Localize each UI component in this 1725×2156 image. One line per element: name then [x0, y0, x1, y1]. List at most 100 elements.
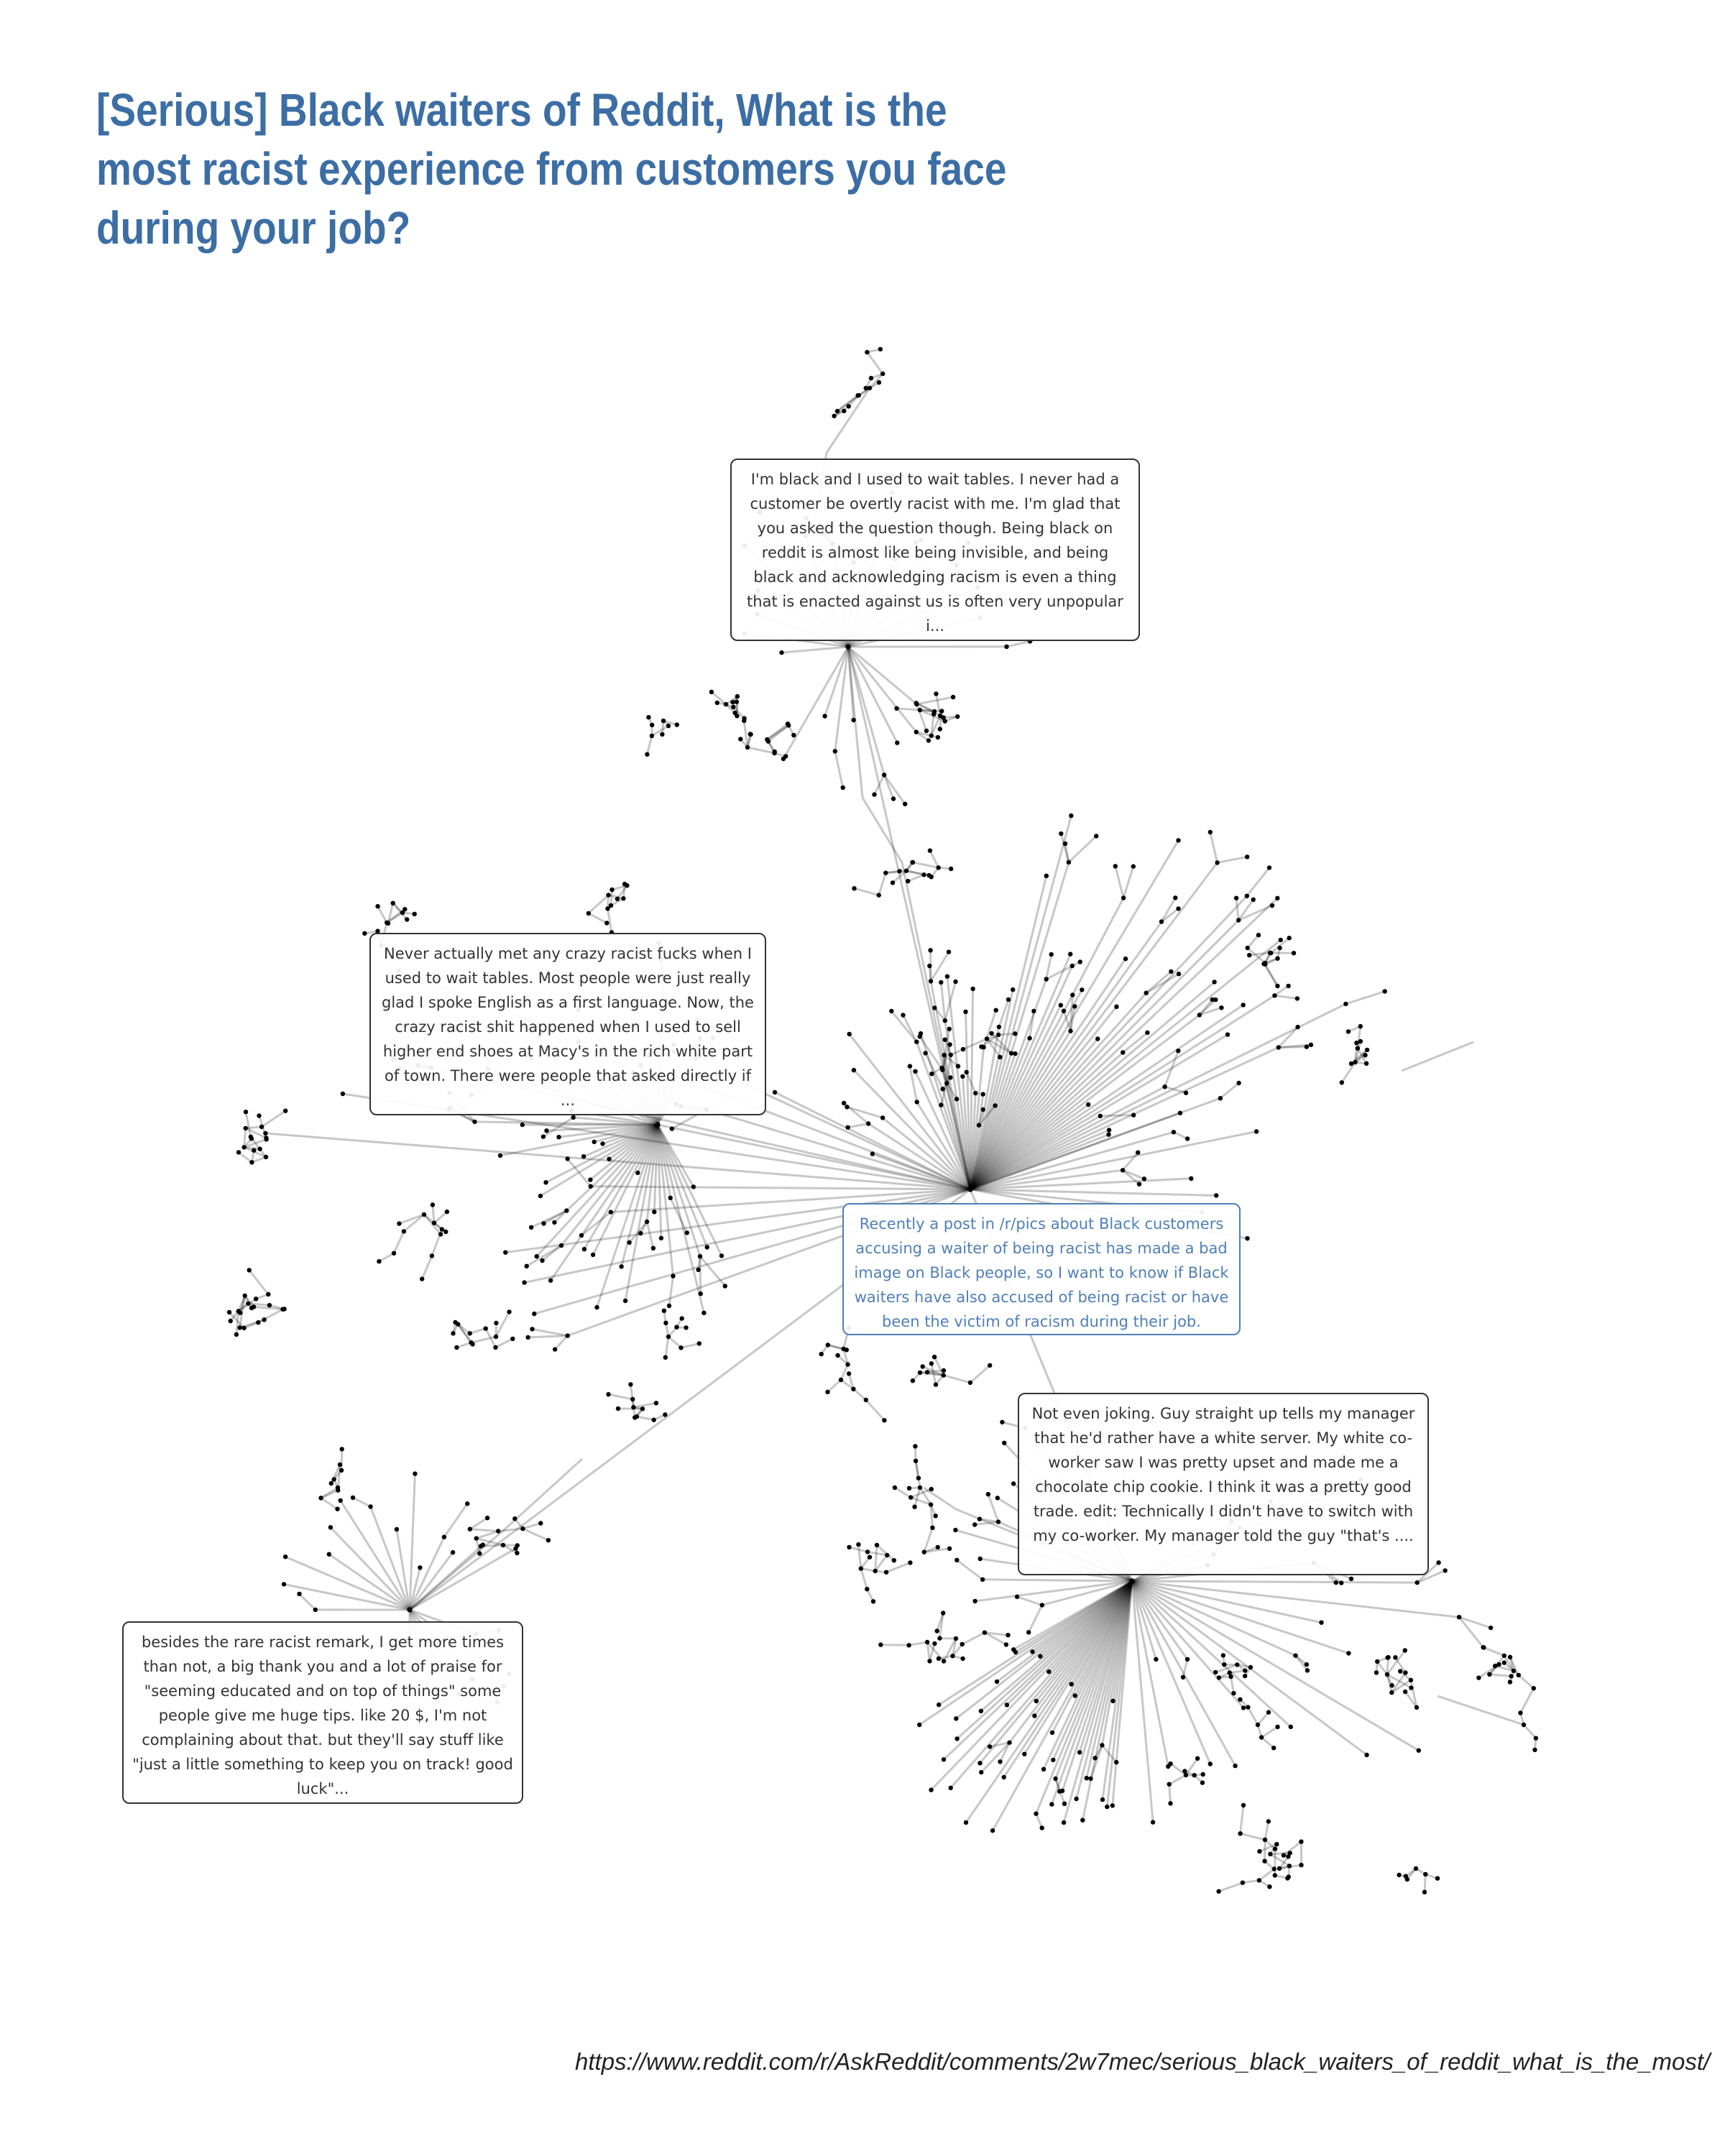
graph-edge — [926, 1641, 931, 1662]
graph-node — [467, 1331, 472, 1336]
graph-node — [1443, 1568, 1448, 1573]
graph-node — [431, 1220, 437, 1225]
graph-node — [976, 1123, 982, 1128]
graph-edge — [919, 1371, 944, 1377]
graph-edge — [457, 1323, 472, 1344]
graph-edge — [883, 774, 895, 800]
graph-node — [696, 1267, 701, 1273]
graph-node — [936, 1656, 942, 1661]
graph-node — [1233, 895, 1239, 900]
graph-edge — [847, 645, 918, 706]
graph-node — [546, 1538, 551, 1543]
graph-edge — [560, 1124, 659, 1247]
graph-edge — [1409, 1680, 1418, 1708]
graph-node — [948, 1075, 953, 1080]
graph-node — [1262, 1837, 1268, 1843]
graph-edge — [930, 1363, 937, 1385]
graph-edge — [1376, 1661, 1389, 1675]
graph-edge — [782, 646, 850, 760]
graph-edge — [868, 373, 884, 390]
graph-edge — [934, 1007, 946, 1022]
graph-edge — [1437, 1695, 1524, 1726]
graph-edge — [553, 1335, 569, 1350]
graph-edge — [469, 1327, 487, 1335]
graph-edge — [969, 988, 975, 1190]
graph-edge — [1246, 934, 1260, 949]
graph-node — [1268, 1851, 1273, 1857]
graph-node — [1049, 1802, 1054, 1807]
graph-node — [453, 1319, 458, 1325]
graph-node — [942, 1052, 947, 1058]
graph-edge — [1274, 985, 1289, 997]
graph-node — [1120, 1168, 1126, 1173]
graph-edge — [1386, 1649, 1407, 1675]
graph-node — [313, 1607, 318, 1613]
graph-edge — [1131, 1580, 1297, 1657]
graph-edge — [244, 1111, 252, 1138]
graph-edge — [978, 1105, 996, 1126]
graph-node — [1123, 956, 1128, 962]
graph-node — [1225, 1032, 1230, 1037]
graph-edge — [1356, 1026, 1362, 1049]
graph-node — [880, 371, 886, 377]
graph-node — [1266, 1710, 1271, 1715]
graph-node — [967, 1187, 973, 1192]
graph-node — [697, 1253, 703, 1259]
graph-edge — [1240, 1832, 1266, 1841]
graph-node — [912, 1504, 917, 1509]
graph-node — [607, 1156, 612, 1162]
graph-node — [282, 1554, 288, 1560]
graph-node — [947, 1026, 952, 1032]
graph-node — [663, 1412, 668, 1417]
graph-edge — [1131, 1580, 1417, 1584]
graph-edge — [1062, 1580, 1133, 1823]
graph-edge — [681, 1342, 700, 1349]
graph-edge — [1182, 1659, 1189, 1678]
graph-node — [1004, 1703, 1010, 1708]
graph-edge — [1274, 994, 1298, 1000]
graph-node — [908, 1495, 914, 1500]
graph-node — [1382, 989, 1387, 994]
graph-edge — [1386, 1673, 1412, 1689]
graph-node — [1113, 864, 1118, 869]
graph-edge — [653, 1124, 659, 1212]
graph-node — [238, 1310, 243, 1315]
graph-edge — [1131, 1580, 1189, 1660]
graph-edge — [298, 1593, 316, 1611]
graph-edge — [1522, 1723, 1537, 1739]
graph-node — [515, 1550, 520, 1556]
graph-edge — [607, 908, 613, 933]
graph-edge — [847, 1105, 883, 1119]
graph-edge — [930, 714, 935, 736]
graph-edge — [970, 1130, 1257, 1191]
graph-node — [1002, 1440, 1007, 1446]
graph-node — [249, 1160, 254, 1165]
graph-edge — [873, 774, 886, 796]
graph-edge — [910, 1488, 932, 1498]
graph-node — [564, 1208, 569, 1213]
graph-edge — [1003, 1580, 1133, 1778]
graph-edge — [847, 1123, 869, 1129]
graph-edge — [1173, 1130, 1188, 1140]
graph-edge — [919, 1580, 1133, 1726]
graph-node — [1531, 1686, 1536, 1691]
graph-edge — [522, 1527, 549, 1542]
graph-node — [1236, 1080, 1241, 1086]
graph-node — [873, 1568, 878, 1574]
bottom-left-comment-callout: besides the rare racist remark, I get mo… — [122, 1621, 523, 1804]
graph-edge — [408, 1567, 421, 1611]
graph-edge — [969, 992, 1147, 1191]
graph-node — [907, 1064, 913, 1069]
graph-edge — [636, 1124, 659, 1174]
graph-edge — [837, 394, 860, 413]
graph-edge — [970, 1003, 1347, 1191]
graph-node — [1219, 1005, 1224, 1010]
graph-edge — [1078, 1580, 1133, 1753]
graph-edge — [747, 746, 775, 755]
graph-edge — [484, 1327, 497, 1348]
graph-node — [1393, 1655, 1398, 1660]
graph-edge — [996, 1580, 1133, 1683]
graph-edge — [622, 883, 626, 899]
graph-node — [418, 1565, 423, 1570]
graph-edge — [1122, 1169, 1140, 1185]
